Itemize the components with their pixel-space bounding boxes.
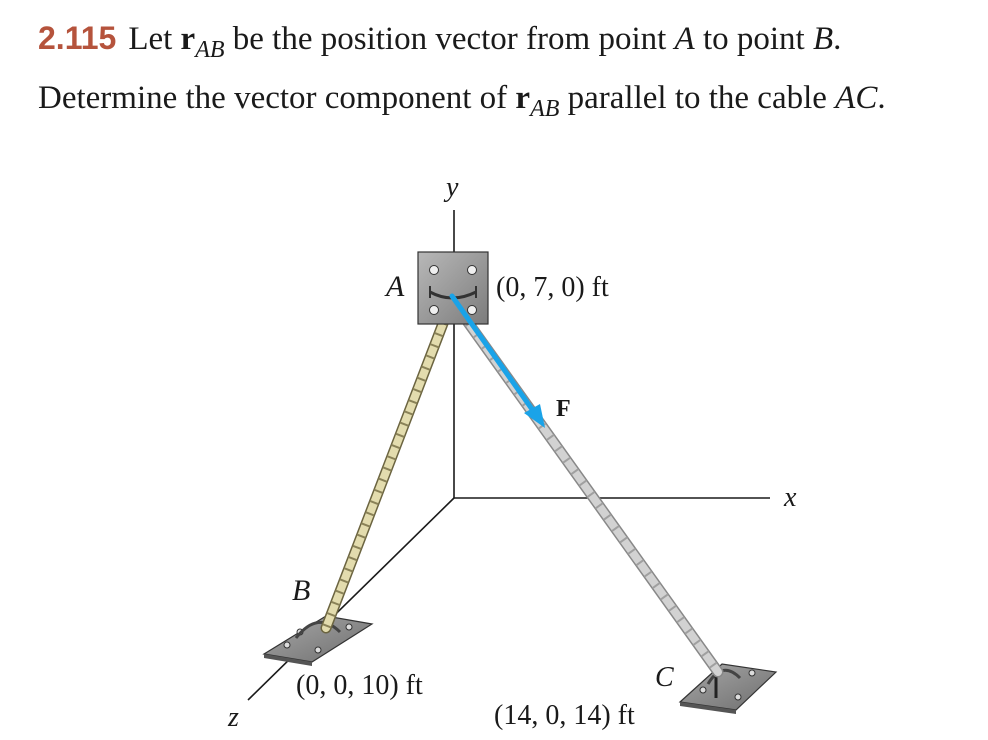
point-b-label: B: [292, 574, 310, 607]
point-label: A: [674, 21, 695, 57]
text-segment: parallel to the cable: [567, 80, 827, 116]
text-segment: .: [877, 80, 886, 116]
text-segment: Let: [128, 21, 173, 57]
coordinate-c-label: (14, 0, 14) ft: [494, 700, 635, 731]
coordinate-b-label: (0, 0, 10) ft: [296, 670, 423, 701]
vector-symbol: r: [515, 80, 531, 116]
z-axis-line: [247, 497, 455, 701]
text-segment: to point: [702, 21, 805, 57]
point-a-label: A: [384, 270, 405, 303]
text-segment: be the position vector from point: [232, 21, 667, 57]
rope-ab: [320, 294, 458, 634]
vector-subscript: AB: [195, 37, 225, 63]
anchor-plate-b: [262, 615, 374, 666]
anchor-plate-c: [678, 663, 778, 714]
coordinate-a-label: (0, 7, 0) ft: [496, 272, 609, 303]
text-segment: Determine the vector component of: [38, 80, 508, 116]
force-arrow: [449, 293, 545, 428]
problem-number: 2.115: [38, 20, 117, 56]
point-label: B: [812, 21, 834, 57]
z-axis-label: z: [227, 702, 239, 733]
force-label: F: [556, 396, 571, 422]
vector-symbol: r: [180, 21, 196, 57]
x-axis-label: x: [783, 482, 797, 513]
problem-line-2: Determine the vector component of rAB pa…: [38, 74, 968, 133]
cable-label: AC: [835, 80, 878, 116]
y-axis-label: y: [443, 172, 459, 203]
vector-subscript: AB: [530, 96, 560, 122]
anchor-block-a: [417, 251, 489, 325]
point-c-label: C: [655, 662, 674, 693]
text-segment: .: [833, 21, 842, 57]
